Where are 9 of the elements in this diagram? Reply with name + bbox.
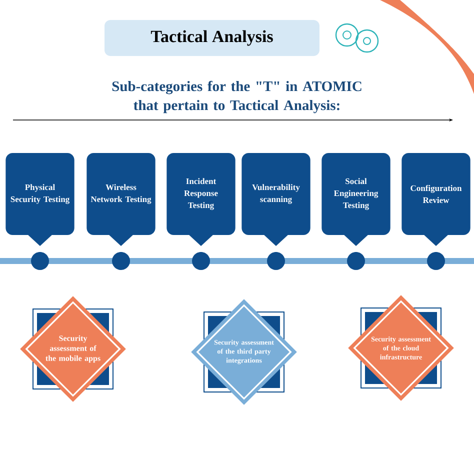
title-banner: Tactical Analysis bbox=[104, 20, 320, 56]
heading: Sub-categories for the "T" in ATOMIC that pertain to Tactical Analysis: bbox=[112, 80, 362, 114]
diamond-card: Security assessment of the mobile apps bbox=[20, 296, 126, 402]
callout-box: Configuration Review bbox=[402, 153, 470, 246]
callout-box: Physical Security Testing bbox=[6, 153, 74, 246]
callout-box: Social Engineering Testing bbox=[322, 153, 390, 246]
callout-box: Wireless Network Testing bbox=[86, 153, 156, 246]
callout-box: Incident Response Testing bbox=[166, 153, 236, 246]
callout-box: Vulnerability scanning bbox=[242, 153, 310, 246]
